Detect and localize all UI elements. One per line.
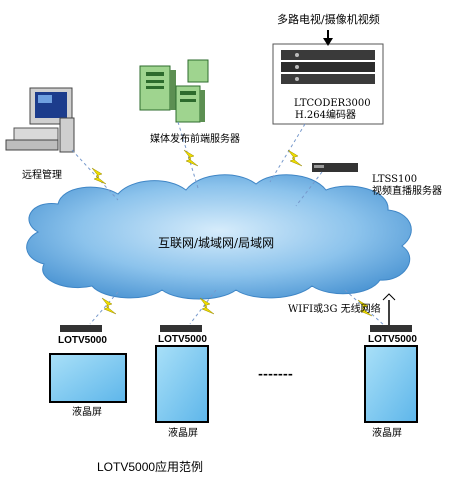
stb-icon — [60, 325, 412, 332]
publish-server-icon — [139, 59, 209, 123]
screen-label-1: 液晶屏 — [72, 407, 102, 418]
ellipsis: ------- — [258, 367, 293, 381]
screen-label-3: 液晶屏 — [372, 428, 402, 439]
encoder-desc: H.264编码器 — [295, 110, 356, 121]
wireless-label: WIFI或3G 无线网络 — [288, 304, 381, 315]
streaming-model: LTSS100 — [372, 174, 418, 185]
caption: LOTV5000应用范例 — [97, 460, 204, 474]
screen-3 — [364, 345, 418, 423]
stb-label-2: LOTV5000 — [158, 334, 207, 345]
signal-bolts — [91, 149, 373, 317]
encoder-model: LTCODER3000 — [294, 98, 371, 109]
source-label: 多路电视/摄像机视频 — [277, 13, 380, 26]
streaming-server-icon — [312, 163, 358, 172]
network-label: 互联网/城域网/局域网 — [158, 236, 275, 250]
remote-label: 远程管理 — [22, 170, 62, 181]
remote-computer-icon — [5, 87, 75, 153]
stb-label-1: LOTV5000 — [58, 335, 107, 346]
stb-label-3: LOTV5000 — [368, 334, 417, 345]
streaming-desc: 视频直播服务器 — [372, 186, 442, 197]
publish-server-label: 媒体发布前端服务器 — [150, 134, 240, 145]
network-cloud — [26, 174, 412, 300]
screen-2 — [155, 345, 209, 423]
antenna-icon — [382, 293, 396, 325]
screen-label-2: 液晶屏 — [168, 428, 198, 439]
connection-links — [71, 121, 386, 327]
encoder-box — [272, 30, 384, 125]
screen-1 — [49, 353, 127, 403]
